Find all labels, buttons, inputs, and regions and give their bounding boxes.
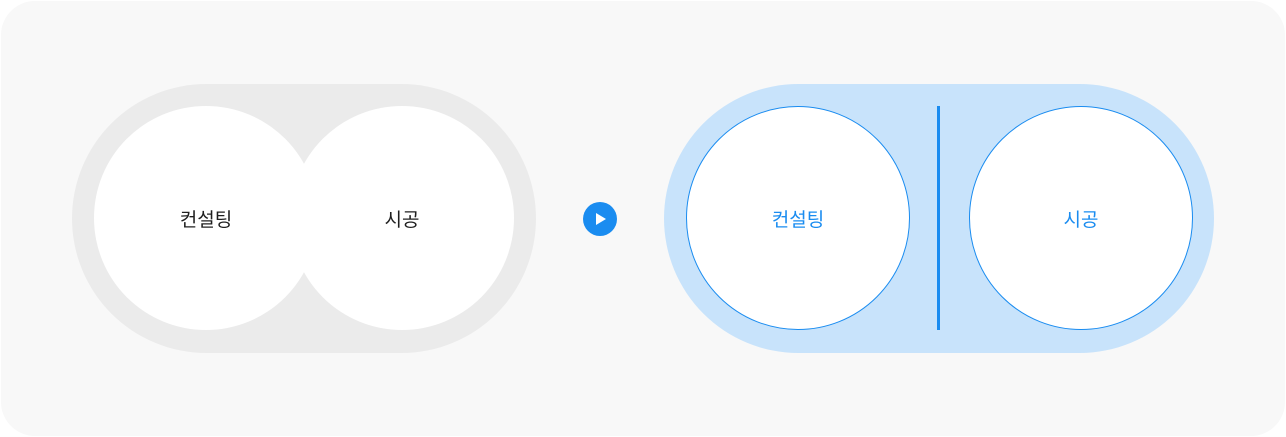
before-label-construction: 시공: [384, 208, 420, 231]
after-circle-construction: 시공: [969, 106, 1193, 330]
after-divider: [937, 106, 940, 330]
before-circle-construction: 시공: [290, 106, 514, 330]
after-circle-consulting: 컨설팅: [686, 106, 910, 330]
after-label-consulting: 컨설팅: [771, 208, 825, 231]
before-label-consulting: 컨설팅: [179, 208, 233, 231]
after-label-construction: 시공: [1063, 208, 1099, 231]
before-circle-consulting: 컨설팅: [94, 106, 318, 330]
play-arrow-icon: [583, 202, 617, 236]
